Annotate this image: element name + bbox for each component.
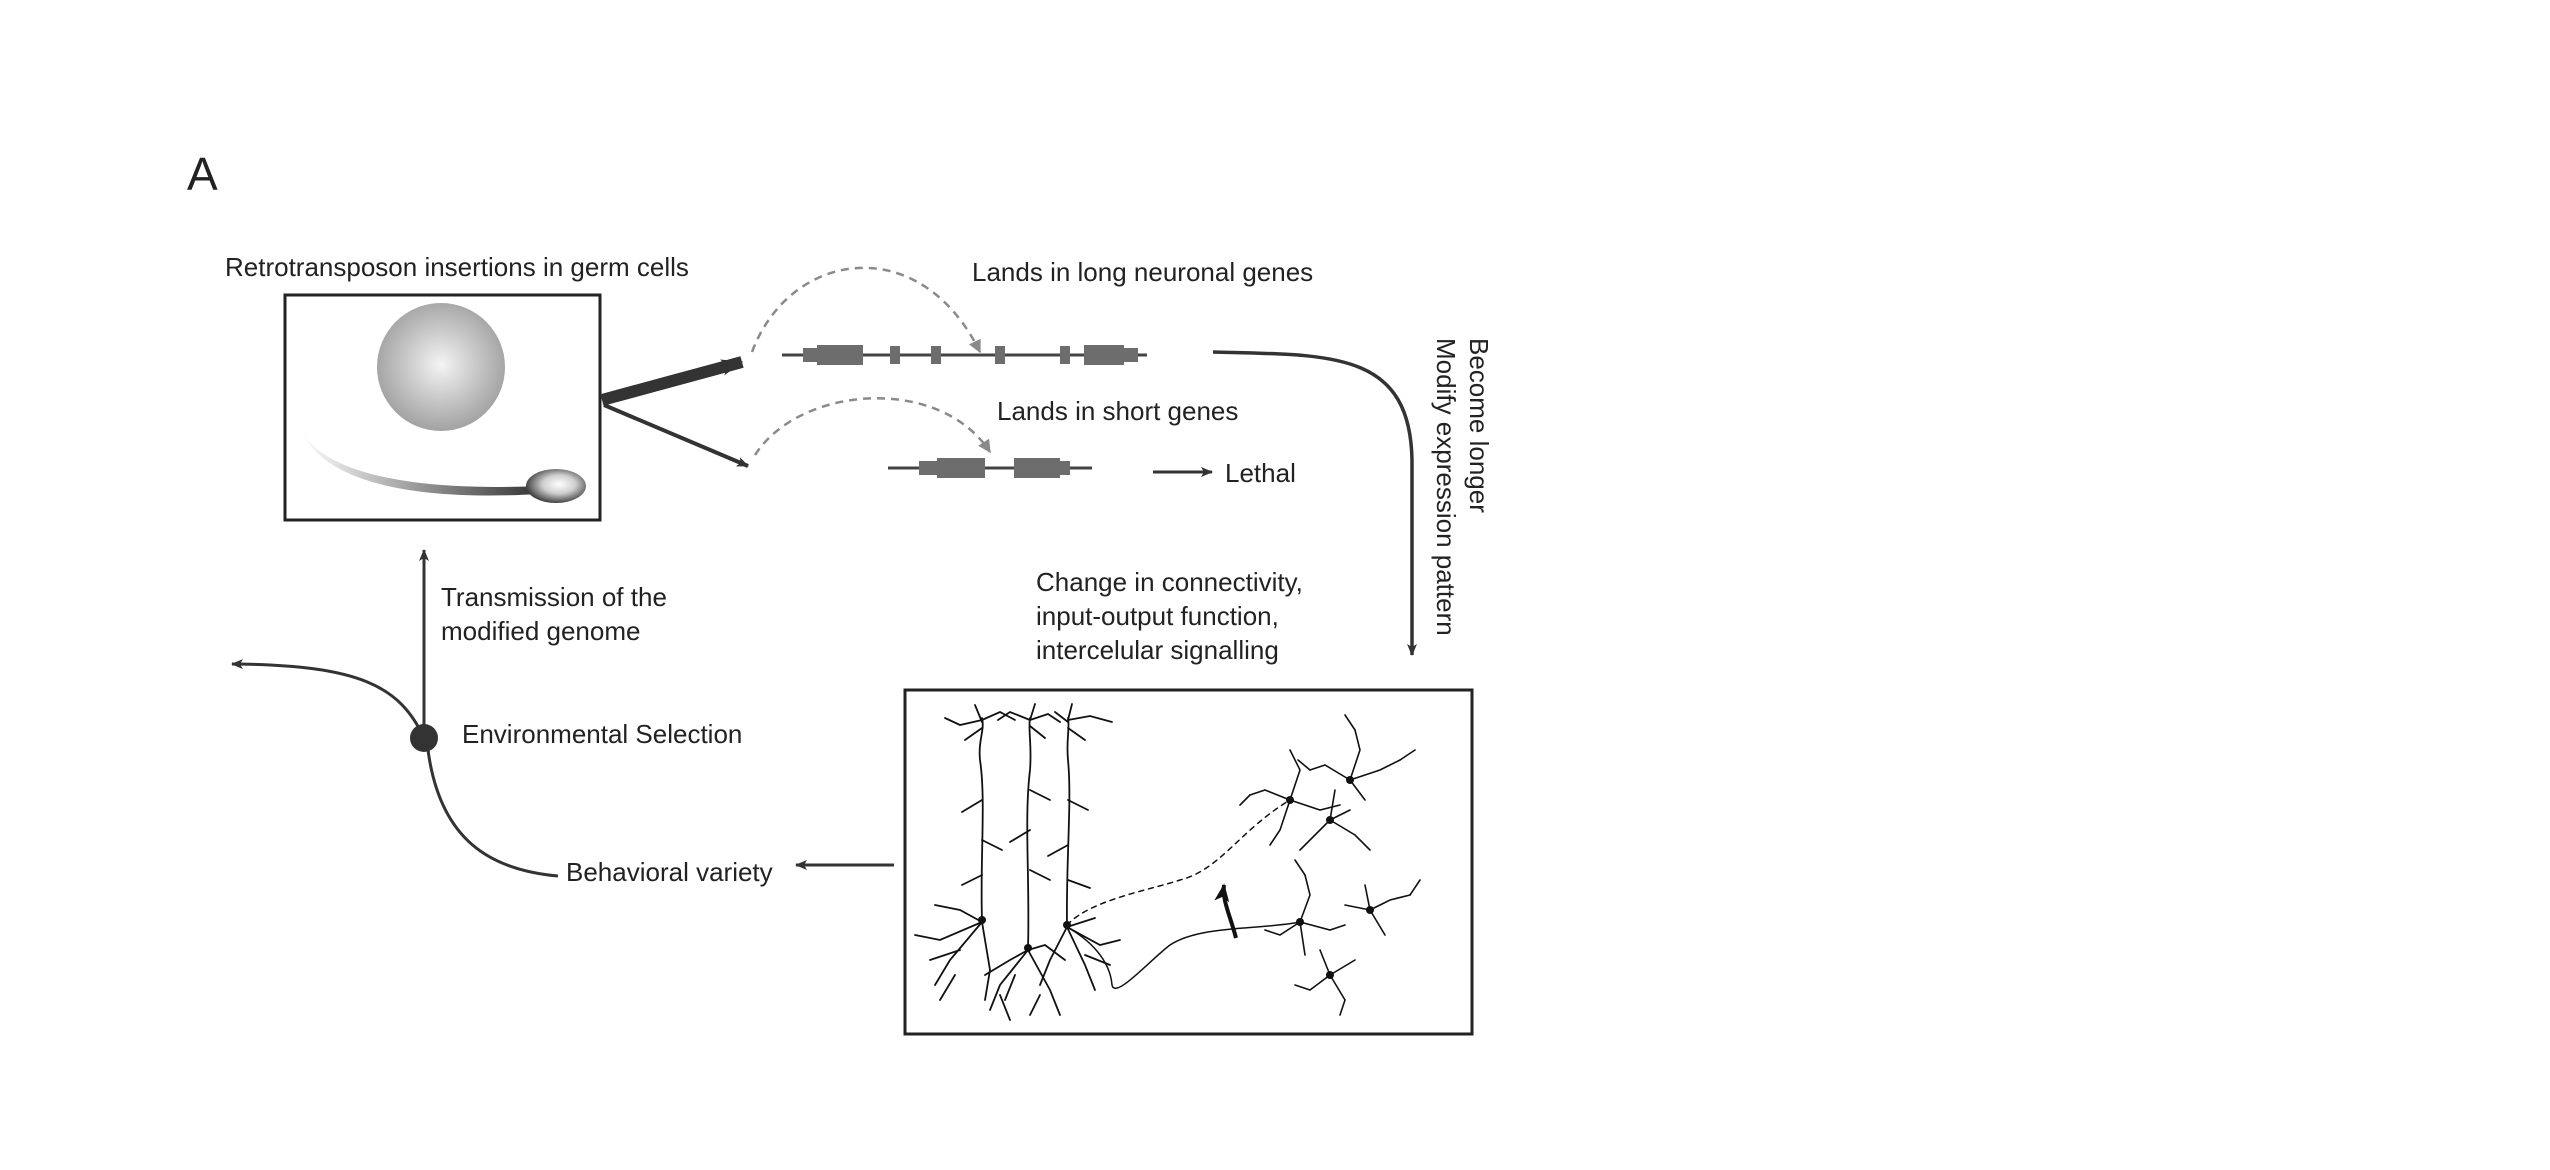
selection-label: Environmental Selection — [462, 719, 742, 749]
germ-cells-box — [283, 293, 602, 522]
thick-arrow-to-long-genes — [600, 356, 744, 406]
stellate-neurons-upper-right — [1239, 714, 1416, 851]
stellate-neurons-lower-right — [1264, 859, 1421, 1016]
egg-cell — [377, 303, 505, 431]
change-label-line-2: input-output function, — [1036, 601, 1279, 631]
insertion-arc-short — [753, 397, 992, 456]
short-genes-label: Lands in short genes — [997, 396, 1238, 426]
behavior-label: Behavioral variety — [566, 857, 773, 887]
long-gene — [782, 345, 1147, 365]
selection-curve — [426, 749, 559, 878]
selection-node — [410, 724, 438, 752]
curved-arrow-to-neurons — [1212, 350, 1417, 656]
pyramidal-neurons-left — [914, 703, 1301, 1021]
curved-signal-arrow — [1214, 883, 1238, 939]
selection-branch-arrow — [231, 659, 426, 739]
arrow-to-short-genes — [603, 403, 749, 468]
sperm-cell — [300, 428, 586, 503]
change-label-line-1: Change in connectivity, — [1036, 567, 1303, 597]
short-gene — [888, 458, 1092, 478]
transmission-label-line-2: modified genome — [441, 616, 640, 646]
become-longer-label: Become longer — [1464, 338, 1494, 513]
germ-cells-label: Retrotransposon insertions in germ cells — [225, 252, 689, 282]
modify-expression-label: Modify expression pattern — [1431, 338, 1461, 636]
lethal-label: Lethal — [1225, 458, 1296, 488]
panel-label: A — [187, 148, 218, 200]
change-label-line-3: intercelular signalling — [1036, 635, 1279, 665]
long-genes-label: Lands in long neuronal genes — [972, 257, 1313, 287]
transmission-label-line-1: Transmission of the — [441, 582, 667, 612]
neuron-box — [903, 688, 1474, 1036]
insertion-arc-long — [750, 266, 982, 354]
